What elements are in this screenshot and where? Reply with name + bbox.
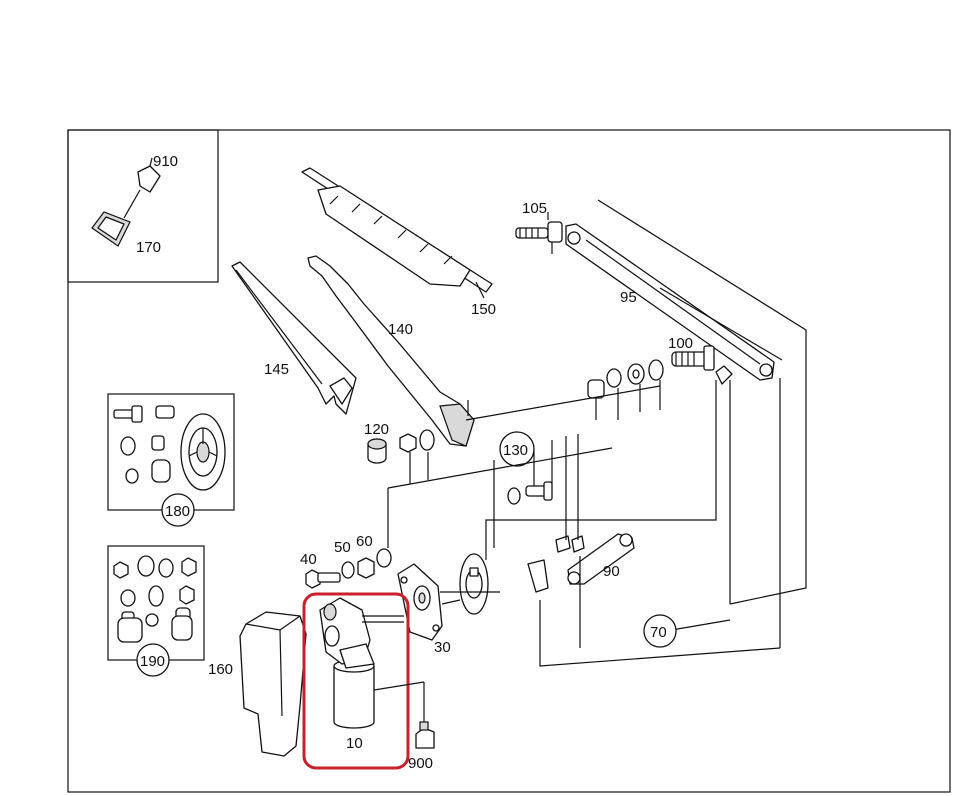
part-30-mounting-bracket[interactable] <box>397 563 443 641</box>
part-145-cover[interactable] <box>231 261 357 415</box>
label-50: 50 <box>334 539 351 556</box>
kit-180-parts[interactable] <box>113 405 226 491</box>
label-160: 160 <box>208 661 233 678</box>
part-105-pivot-bolt[interactable] <box>515 212 563 254</box>
callout-180 <box>161 493 195 527</box>
label-120: 120 <box>364 421 389 438</box>
label-170: 170 <box>136 239 161 256</box>
label-190: 190 <box>140 653 165 670</box>
part-95-linkage-rod[interactable] <box>565 223 775 381</box>
kit-190-parts[interactable] <box>113 555 197 643</box>
part-10-wiper-motor[interactable] <box>319 597 404 729</box>
label-130: 130 <box>503 442 528 459</box>
label-30: 30 <box>434 639 451 656</box>
label-140: 140 <box>388 321 413 338</box>
part-900-connector[interactable] <box>415 682 435 749</box>
part-130-hardware[interactable] <box>507 481 553 505</box>
label-40: 40 <box>300 551 317 568</box>
label-145: 145 <box>264 361 289 378</box>
label-95: 95 <box>620 289 637 306</box>
diagram-frame <box>67 129 951 793</box>
part-nut-washer-pair[interactable] <box>399 429 435 453</box>
callout-70 <box>643 614 677 648</box>
highlight-frame-motor <box>302 592 410 770</box>
part-910-connector[interactable] <box>137 157 161 193</box>
part-40-bolt[interactable] <box>305 569 341 589</box>
label-60: 60 <box>356 533 373 550</box>
label-105: 105 <box>522 200 547 217</box>
part-crank-disk[interactable] <box>440 553 500 615</box>
label-180: 180 <box>165 503 190 520</box>
callout-130 <box>499 431 535 467</box>
label-90: 90 <box>603 563 620 580</box>
part-100-bolt[interactable] <box>671 345 715 371</box>
part-160-motor-cover[interactable] <box>239 611 307 757</box>
part-90-crank-link[interactable] <box>527 533 635 593</box>
label-910: 910 <box>153 153 178 170</box>
part-60-nut[interactable] <box>357 548 392 579</box>
label-100: 100 <box>668 335 693 352</box>
part-50-washer[interactable] <box>341 561 355 579</box>
inset-frame-170 <box>67 129 219 283</box>
part-150-wiper-blade[interactable] <box>301 167 493 299</box>
part-spacer-bushing[interactable] <box>587 359 733 399</box>
label-150: 150 <box>471 301 496 318</box>
label-900: 900 <box>408 755 433 772</box>
part-170-switch[interactable] <box>91 189 141 247</box>
label-70: 70 <box>650 624 667 641</box>
label-10: 10 <box>346 735 363 752</box>
part-120-bushing[interactable] <box>367 438 387 464</box>
part-140-wiper-arm[interactable] <box>307 255 475 447</box>
callout-190 <box>136 643 170 677</box>
